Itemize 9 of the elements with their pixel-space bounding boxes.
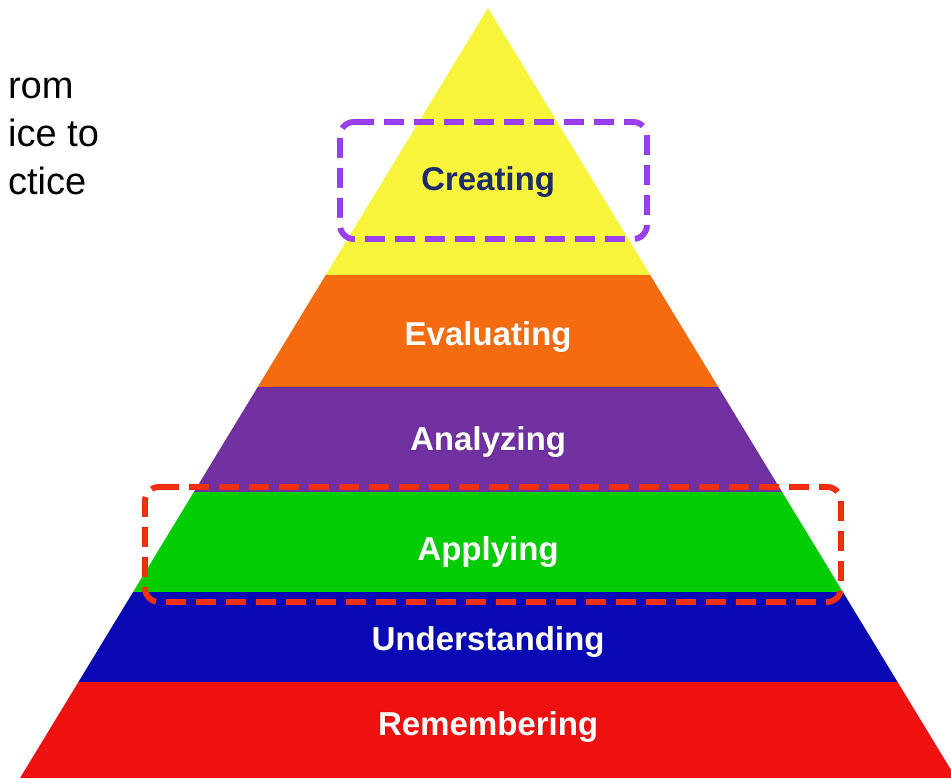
- side-text: rom ice to ctice: [8, 64, 100, 205]
- level-label: Understanding: [370, 620, 606, 658]
- level-label: Creating: [420, 160, 556, 198]
- level-label: Applying: [416, 530, 560, 568]
- level-label: Remembering: [376, 705, 600, 743]
- level-label: Analyzing: [409, 420, 567, 458]
- pyramid-level: [20, 682, 951, 778]
- level-label: Evaluating: [404, 315, 572, 353]
- pyramid-level: [133, 492, 843, 592]
